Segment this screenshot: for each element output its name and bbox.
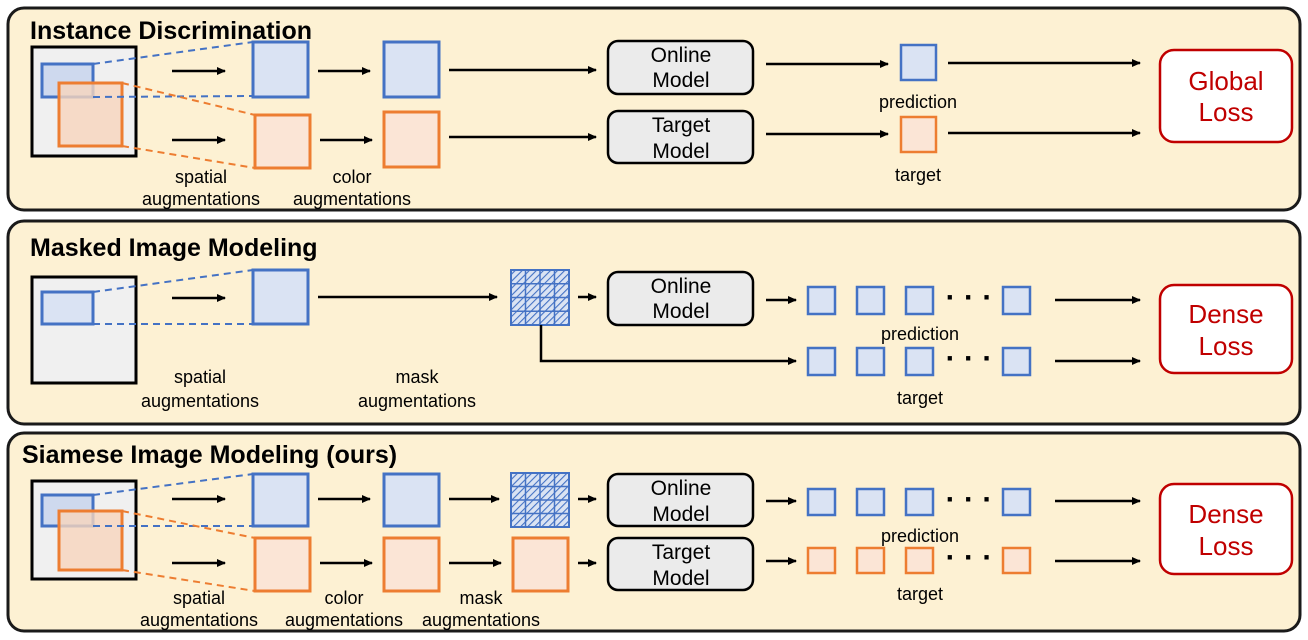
spatial-view-blue bbox=[251, 268, 310, 326]
ellipsis: · · · bbox=[946, 281, 993, 314]
loss-label: Loss bbox=[1199, 97, 1254, 127]
spatial-augmentations-label: spatial bbox=[174, 367, 226, 387]
target-model-box bbox=[606, 109, 755, 165]
crop-guide-line bbox=[121, 145, 256, 169]
prediction-token bbox=[904, 487, 935, 517]
loss-label: Dense bbox=[1188, 499, 1263, 529]
panel-instance-discrimination: Instance Discrimination spatial augmenta… bbox=[6, 6, 1302, 212]
blue-crop bbox=[40, 290, 95, 326]
prediction-token bbox=[899, 43, 938, 82]
online-model-label: Model bbox=[652, 69, 709, 92]
color-augmentations-label: augmentations bbox=[285, 610, 403, 630]
prediction-token bbox=[1001, 285, 1032, 316]
mask-augmentations-label: augmentations bbox=[422, 610, 540, 630]
target-label: target bbox=[897, 584, 943, 604]
crop-guide-line bbox=[121, 82, 256, 116]
target-label: target bbox=[895, 165, 941, 185]
target-token bbox=[806, 346, 837, 377]
prediction-token bbox=[855, 285, 886, 316]
prediction-label: prediction bbox=[881, 526, 959, 546]
orange-crop bbox=[57, 81, 124, 148]
crop-guide-line bbox=[92, 41, 254, 65]
ellipsis: · · · bbox=[946, 541, 993, 574]
panel-siamese-image-modeling: Siamese Image Modeling (ours) bbox=[6, 431, 1302, 633]
spatial-augmentations-label: augmentations bbox=[141, 391, 259, 411]
spatial-view-orange bbox=[253, 113, 312, 170]
prediction-token bbox=[806, 487, 837, 517]
panel-background bbox=[6, 431, 1302, 633]
mask-augmentations-label: mask bbox=[459, 588, 503, 608]
mask-augmentations-label: augmentations bbox=[358, 391, 476, 411]
prediction-label: prediction bbox=[881, 324, 959, 344]
prediction-token bbox=[855, 487, 886, 517]
loss-label: Global bbox=[1188, 66, 1263, 96]
color-view-orange bbox=[382, 536, 441, 593]
spatial-augmentations-label: augmentations bbox=[142, 189, 260, 209]
target-model-label: Target bbox=[652, 541, 711, 564]
color-view-blue bbox=[382, 40, 441, 99]
crop-guide-line bbox=[92, 473, 254, 496]
color-augmentations-label: color bbox=[332, 167, 371, 187]
spatial-augmentations-label: augmentations bbox=[140, 610, 258, 630]
online-model-box bbox=[606, 39, 755, 96]
target-token bbox=[806, 546, 837, 575]
prediction-label: prediction bbox=[879, 92, 957, 112]
target-token bbox=[904, 346, 935, 377]
target-model-label: Model bbox=[652, 567, 709, 590]
online-model-label: Online bbox=[651, 44, 712, 67]
crop-guide-line bbox=[92, 95, 254, 98]
target-token bbox=[855, 346, 886, 377]
loss-label: Dense bbox=[1188, 299, 1263, 329]
target-token bbox=[904, 546, 935, 575]
masked-grid bbox=[510, 472, 570, 528]
target-token bbox=[1001, 346, 1032, 377]
crop-guide-line bbox=[92, 269, 254, 293]
target-token bbox=[899, 115, 938, 154]
orange-crop bbox=[57, 509, 124, 572]
online-model-label: Model bbox=[652, 300, 709, 323]
target-model-label: Model bbox=[652, 140, 709, 163]
global-loss-box bbox=[1158, 48, 1294, 144]
color-augmentations-label: color bbox=[324, 588, 363, 608]
spatial-augmentations-label: spatial bbox=[173, 588, 225, 608]
panel-title: Instance Discrimination bbox=[30, 17, 312, 45]
spatial-view-blue bbox=[251, 472, 310, 528]
online-model-box bbox=[606, 270, 755, 327]
target-label: target bbox=[897, 388, 943, 408]
color-view-orange bbox=[382, 110, 441, 169]
color-augmentations-label: augmentations bbox=[293, 189, 411, 209]
target-token bbox=[1001, 546, 1032, 575]
panel-masked-image-modeling: Masked Image Modeling Online Model · · ·… bbox=[6, 219, 1302, 426]
prediction-token bbox=[904, 285, 935, 316]
dense-loss-box bbox=[1158, 283, 1294, 375]
loss-label: Loss bbox=[1199, 531, 1254, 561]
panel-background bbox=[6, 6, 1302, 212]
online-model-label: Online bbox=[651, 275, 712, 298]
mask-augmentations-label: mask bbox=[395, 367, 439, 387]
online-model-box bbox=[606, 472, 755, 528]
ellipsis: · · · bbox=[946, 483, 993, 516]
online-model-label: Model bbox=[652, 503, 709, 526]
prediction-token bbox=[1001, 487, 1032, 517]
color-view-blue bbox=[382, 472, 441, 528]
masked-grid bbox=[510, 269, 570, 326]
mask-view-orange bbox=[511, 536, 570, 593]
prediction-token bbox=[806, 285, 837, 316]
ellipsis: · · · bbox=[946, 342, 993, 375]
spatial-view-orange bbox=[253, 536, 312, 593]
target-model-label: Target bbox=[652, 114, 711, 137]
crop-guide-line bbox=[121, 510, 256, 539]
loss-label: Loss bbox=[1199, 331, 1254, 361]
panel-title: Siamese Image Modeling (ours) bbox=[22, 441, 397, 469]
online-model-label: Online bbox=[651, 477, 712, 500]
target-model-box bbox=[606, 536, 755, 592]
target-token bbox=[855, 546, 886, 575]
spatial-view-blue bbox=[251, 40, 310, 99]
target-branch-arrow bbox=[539, 325, 797, 365]
spatial-augmentations-label: spatial bbox=[175, 167, 227, 187]
crop-guide-line bbox=[121, 569, 256, 592]
panel-title: Masked Image Modeling bbox=[30, 234, 318, 262]
dense-loss-box bbox=[1158, 482, 1294, 576]
